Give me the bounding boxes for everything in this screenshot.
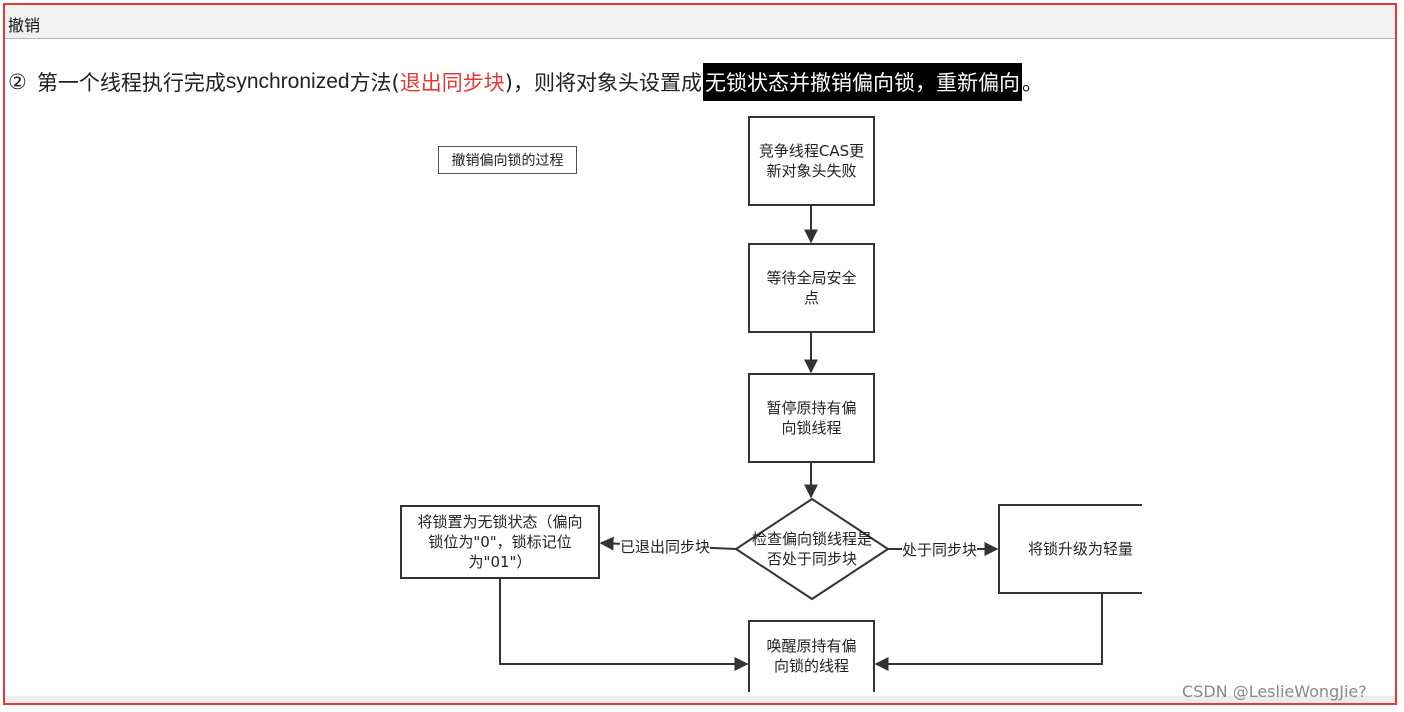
highlight-frame [3, 3, 1397, 705]
edge-label-exited: 已退出同步块 [620, 538, 711, 556]
headline-part1: 第一个线程执行完成 [36, 71, 226, 95]
node-box-wait-safepoint [748, 243, 875, 333]
node-box-wake-thread [748, 620, 875, 692]
watermark: CSDN @LeslieWongJie? [1182, 682, 1367, 701]
headline-part2: 方法( [349, 71, 400, 95]
bottom-strip [5, 696, 1397, 705]
node-cas-fail: 竞争线程CAS更新对象头失败 [758, 142, 865, 180]
node-box-upgrade-lightweight [998, 504, 1142, 594]
headline-part3: )，则将对象头设置成 [504, 71, 702, 95]
node-box-cas-fail [748, 116, 875, 206]
node-check-sync: 检查偏向锁线程是否处于同步块 [752, 530, 873, 568]
node-set-unlocked: 将锁置为无锁状态（偏向锁位为"0"，锁标记位为"01"） [417, 513, 583, 571]
window-titlebar: 撤销 [5, 5, 1397, 39]
node-upgrade-lightweight: 将锁升级为轻量 [1028, 540, 1134, 558]
step-number: ② [8, 70, 27, 94]
edge-upgrade-to-wake [874, 593, 1103, 671]
headline-red-text: 退出同步块 [399, 71, 505, 95]
node-wake-thread: 唤醒原持有偏向锁的线程 [766, 637, 857, 675]
headline-end: 。 [1021, 71, 1043, 95]
window-title: 撤销 [8, 16, 41, 35]
headline: ② 第一个线程执行完成 synchronized 方法( 退出同步块 )，则将对… [8, 60, 1043, 104]
node-box-set-unlocked [400, 505, 600, 579]
edge-label-in-sync: 处于同步块 [902, 541, 978, 559]
diagram-caption: 撤销偏向锁的过程 [438, 146, 577, 174]
edge-unlocked-to-wake [499, 578, 749, 671]
node-diamond-check-sync [734, 497, 890, 601]
node-wait-safepoint: 等待全局安全点 [766, 269, 857, 307]
headline-highlight: 无锁状态并撤销偏向锁，重新偏向 [702, 63, 1022, 101]
node-pause-thread: 暂停原持有偏向锁线程 [766, 399, 857, 437]
headline-keyword: synchronized [225, 70, 350, 93]
